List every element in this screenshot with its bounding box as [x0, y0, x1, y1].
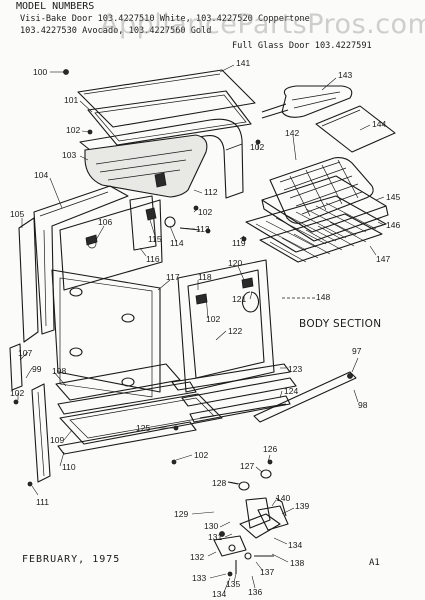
callout-131: 131 — [208, 532, 222, 542]
part-142-broiler-insert — [269, 157, 374, 224]
callout-121: 121 — [232, 294, 246, 304]
callout-120: 120 — [228, 258, 242, 268]
callout-142: 142 — [285, 128, 299, 138]
callout-137: 137 — [260, 567, 274, 577]
part-110-base-rail — [57, 421, 197, 455]
callout-141: 141 — [236, 58, 250, 68]
part-106-back-panel — [59, 199, 163, 291]
callout-100: 100 — [33, 67, 47, 77]
part-116-bracket — [129, 195, 157, 251]
callout-135: 135 — [226, 579, 240, 589]
watermark: AppliancePartsPros.com — [100, 9, 425, 40]
leader-lines — [17, 64, 385, 593]
part-101-top-cover — [87, 90, 252, 146]
part-104-side-frame — [33, 185, 129, 335]
callout-labels: 100 141 143 101 144 102 142 102 103 104 … — [10, 58, 400, 599]
revision-date: FEBRUARY, 1975 — [22, 554, 121, 565]
part-115-clip — [145, 207, 211, 234]
callout-125: 125 — [136, 423, 150, 433]
callout-147: 147 — [376, 254, 390, 264]
part-147-oven-rack — [259, 213, 383, 263]
callout-115: 115 — [148, 234, 162, 244]
callout-102: 102 — [206, 314, 220, 324]
callout-123: 123 — [288, 364, 302, 374]
part-103-vent-duct — [84, 134, 208, 198]
page-code: A1 — [369, 558, 380, 568]
callout-127: 127 — [240, 461, 254, 471]
callout-128: 128 — [212, 478, 226, 488]
callout-113: 113 — [196, 224, 210, 234]
callout-102: 102 — [250, 142, 264, 152]
callout-146: 146 — [386, 220, 400, 230]
callout-105: 105 — [10, 209, 24, 219]
callout-124: 124 — [284, 386, 298, 396]
part-108-base-frame — [55, 363, 197, 415]
callout-136: 136 — [248, 587, 262, 597]
callout-122: 122 — [228, 326, 242, 336]
callout-102: 102 — [10, 388, 24, 398]
part-145-broiler-pan — [261, 175, 389, 242]
callout-102: 102 — [66, 125, 80, 135]
callout-144: 144 — [372, 119, 386, 129]
callout-101: 101 — [64, 95, 78, 105]
callout-132: 132 — [190, 552, 204, 562]
callout-109: 109 — [50, 435, 64, 445]
callout-145: 145 — [386, 192, 400, 202]
callout-117: 117 — [166, 272, 180, 282]
callout-102: 102 — [198, 207, 212, 217]
callout-114: 114 — [170, 238, 184, 248]
callout-139: 139 — [295, 501, 309, 511]
callout-134: 134 — [288, 540, 302, 550]
callout-99: 99 — [32, 364, 42, 374]
callout-104: 104 — [34, 170, 48, 180]
callout-107: 107 — [18, 348, 32, 358]
part-111-trim-strip — [31, 383, 51, 483]
callout-118: 118 — [198, 272, 212, 282]
part-141-top-panel — [77, 69, 256, 128]
callout-119: 119 — [232, 238, 246, 248]
part-124-drawer-rail — [199, 403, 287, 419]
hinge-assembly — [213, 469, 289, 577]
callout-140: 140 — [276, 493, 290, 503]
callout-148: 148 — [316, 292, 330, 302]
part-143-broil-element — [261, 85, 353, 119]
part-107-trim — [9, 343, 23, 391]
part-144-back-strip — [315, 105, 396, 153]
model-numbers-line-1: Visi-Bake Door 103.4227510 White, 103.42… — [20, 14, 310, 24]
part-123-rail — [171, 363, 297, 423]
callout-106: 106 — [98, 217, 112, 227]
callout-98: 98 — [358, 400, 368, 410]
model-numbers-heading: MODEL NUMBERS — [16, 1, 95, 12]
callout-111: 111 — [36, 497, 49, 507]
callout-116: 116 — [146, 254, 160, 264]
screws — [13, 69, 273, 487]
callout-138: 138 — [290, 558, 304, 568]
part-body-arch — [79, 118, 244, 199]
model-numbers-line-3: Full Glass Door 103.4227591 — [232, 41, 372, 51]
callout-133: 133 — [192, 573, 206, 583]
model-numbers-line-2: 103.4227530 Avocado, 103.4227560 Gold — [20, 26, 212, 36]
callout-112: 112 — [204, 187, 218, 197]
callout-97: 97 — [352, 346, 362, 356]
callout-143: 143 — [338, 70, 352, 80]
callout-126: 126 — [263, 444, 277, 454]
callout-103: 103 — [62, 150, 76, 160]
section-title: BODY SECTION — [299, 318, 382, 330]
callout-129: 129 — [174, 509, 188, 519]
callout-130: 130 — [204, 521, 218, 531]
callout-134: 134 — [212, 589, 226, 599]
part-105-left-side — [18, 217, 39, 343]
part-118-oven-liner — [177, 259, 275, 393]
callout-102: 102 — [194, 450, 208, 460]
part-146-oven-rack — [245, 195, 387, 253]
part-97-kick-rail — [253, 371, 357, 423]
callout-110: 110 — [62, 462, 76, 472]
part-117-front-frame — [51, 269, 161, 398]
callout-108: 108 — [52, 366, 66, 376]
